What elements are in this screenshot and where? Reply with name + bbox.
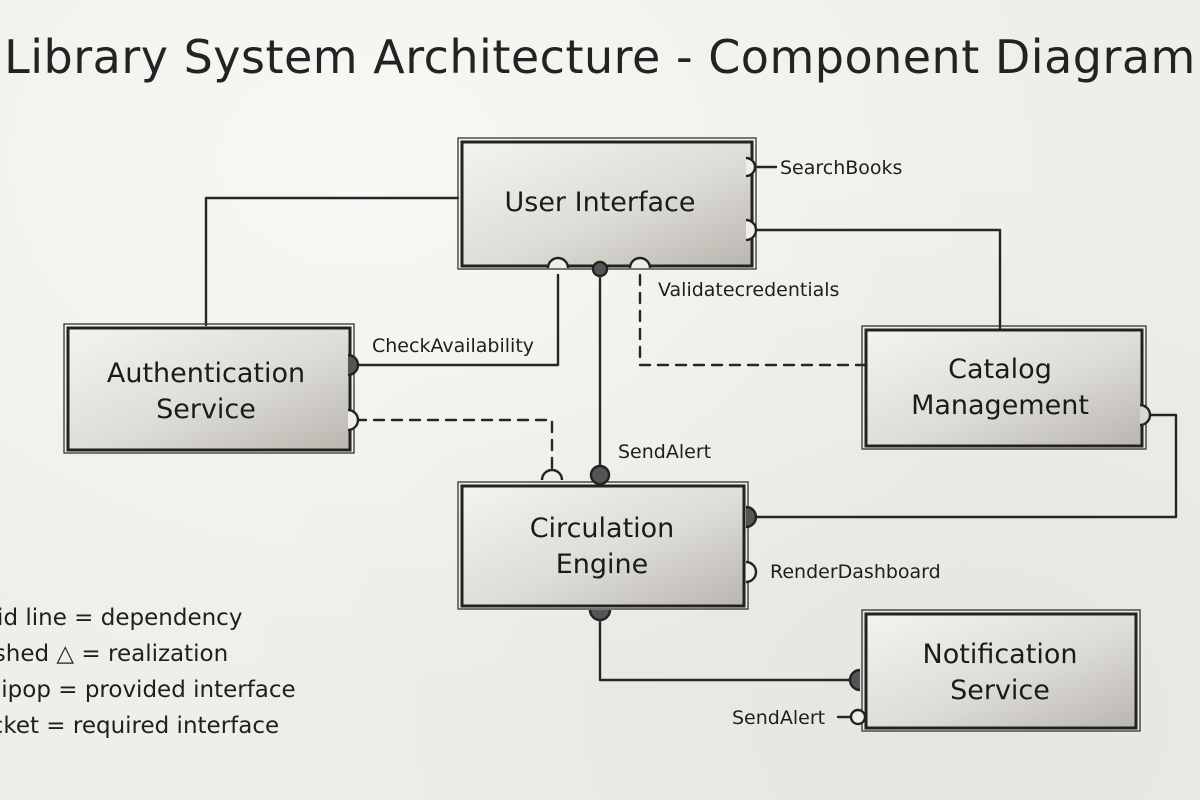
component-notification-service: Notification Service xyxy=(861,609,1141,732)
socket-circulation-bottom xyxy=(588,609,612,622)
label-notification-line2: Service xyxy=(950,675,1050,706)
label-circulation-line2: Engine xyxy=(556,549,649,580)
component-circulation-engine: Circulation Engine xyxy=(457,481,749,610)
connector-validatecredentials xyxy=(638,273,868,367)
socket-auth-realization xyxy=(347,408,360,432)
component-catalog-management: Catalog Management xyxy=(861,325,1147,450)
label-authentication-line2: Service xyxy=(156,394,256,425)
label-renderdashboard: RenderDashboard xyxy=(770,561,941,583)
label-checkavailability: CheckAvailability xyxy=(372,335,534,357)
lollipop-circulation-sendalert xyxy=(589,464,611,486)
label-sendalert-circulation: SendAlert xyxy=(618,441,711,463)
socket-ui-checkavailability xyxy=(546,256,570,269)
socket-circulation-renderdashboard xyxy=(745,560,758,584)
connector-ui-catalog xyxy=(750,228,1002,330)
label-authentication-line1: Authentication xyxy=(107,358,305,389)
component-authentication-service: Authentication Service xyxy=(63,323,355,454)
connector-auth-circulation xyxy=(354,418,554,472)
diagram-title: Library System Architecture - Component … xyxy=(4,30,1196,84)
legend: Solid line = dependency Dashed △ = reali… xyxy=(0,600,296,744)
lollipop-ui-sendalert xyxy=(591,260,609,278)
connector-circulation-notification xyxy=(598,612,852,682)
legend-item-dependency: Solid line = dependency xyxy=(0,605,243,631)
legend-item-required-interface: Socket = required interface xyxy=(0,713,280,739)
socket-catalog-right xyxy=(1139,403,1152,427)
label-searchbooks: SearchBooks xyxy=(780,157,902,179)
socket-ui-searchbooks xyxy=(745,156,757,178)
label-circulation-line1: Circulation xyxy=(530,513,675,544)
socket-auth-checkavailability xyxy=(347,353,360,377)
legend-item-provided-interface: Lollipop = provided interface xyxy=(0,677,296,703)
component-user-interface: User Interface xyxy=(457,137,757,270)
legend-item-realization: Dashed △ = realization xyxy=(0,641,229,667)
label-notification-line1: Notification xyxy=(923,639,1078,670)
lollipop-notification-sendalert xyxy=(849,708,867,726)
socket-notification-left xyxy=(848,668,861,692)
connector-ui-auth-checkavailability xyxy=(354,273,560,367)
label-validatecredentials: Validatecredentials xyxy=(658,279,839,301)
connector-ui-auth xyxy=(204,196,460,327)
label-user-interface: User Interface xyxy=(504,187,695,218)
socket-circulation-realization xyxy=(540,468,564,481)
label-catalog-line2: Management xyxy=(911,390,1089,421)
connector-catalog-circulation xyxy=(750,413,1178,519)
socket-ui-validatecredentials xyxy=(628,256,652,269)
label-sendalert-notification: SendAlert xyxy=(732,707,825,729)
label-catalog-line1: Catalog xyxy=(948,354,1052,385)
socket-circulation-catalog xyxy=(745,505,758,529)
socket-ui-catalog xyxy=(745,218,758,242)
